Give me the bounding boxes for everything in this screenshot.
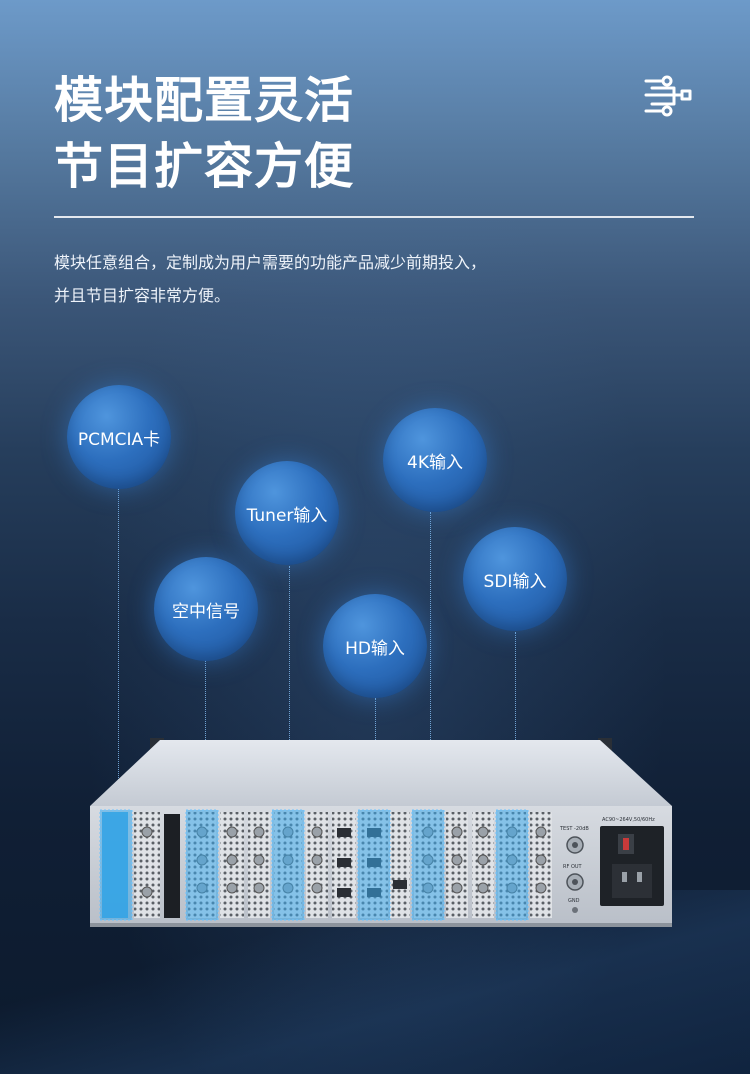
bubble-hd-input: HD输入: [323, 594, 427, 698]
rf-out-label: RF OUT: [563, 864, 582, 870]
page-title: 模块配置灵活 节目扩容方便: [54, 68, 354, 200]
bubble-air-signal: 空中信号: [154, 557, 258, 661]
connector-tuner: [289, 566, 290, 810]
bubble-label: 空中信号: [172, 601, 240, 622]
module-slots: [102, 812, 552, 918]
connector-pcmcia: [118, 488, 119, 810]
bubble-label: 4K输入: [407, 452, 463, 473]
gnd-terminal: [572, 907, 578, 913]
gnd-label: GND: [568, 898, 580, 904]
network-topology-icon: [644, 75, 692, 117]
connector-4k: [430, 512, 431, 810]
connector-sdi: [515, 632, 516, 810]
bubble-4k-input: 4K输入: [383, 408, 487, 512]
description: 模块任意组合，定制成为用户需要的功能产品减少前期投入， 并且节目扩容非常方便。: [54, 246, 694, 312]
title-line-2: 节目扩容方便: [54, 138, 355, 195]
bubble-label: Tuner输入: [246, 505, 328, 526]
description-line-1: 模块任意组合，定制成为用户需要的功能产品减少前期投入，: [54, 253, 487, 272]
title-divider: [54, 216, 694, 218]
description-line-2: 并且节目扩容非常方便。: [54, 286, 231, 305]
bubble-label: PCMCIA卡: [77, 429, 161, 450]
bubble-tuner-input: Tuner输入: [235, 461, 339, 565]
chassis-top: [90, 740, 672, 806]
power-label: AC90~264V,50/60Hz: [602, 817, 655, 823]
highlighted-modules: [99, 809, 529, 921]
bubble-pcmcia-card: PCMCIA卡: [67, 385, 171, 489]
connector-air-signal: [205, 660, 206, 810]
bubble-label: HD输入: [345, 638, 405, 659]
bubble-label: SDI输入: [483, 571, 547, 592]
title-line-1: 模块配置灵活: [54, 72, 355, 129]
bubble-sdi-input: SDI输入: [463, 527, 567, 631]
test-label: TEST -20dB: [560, 826, 589, 832]
